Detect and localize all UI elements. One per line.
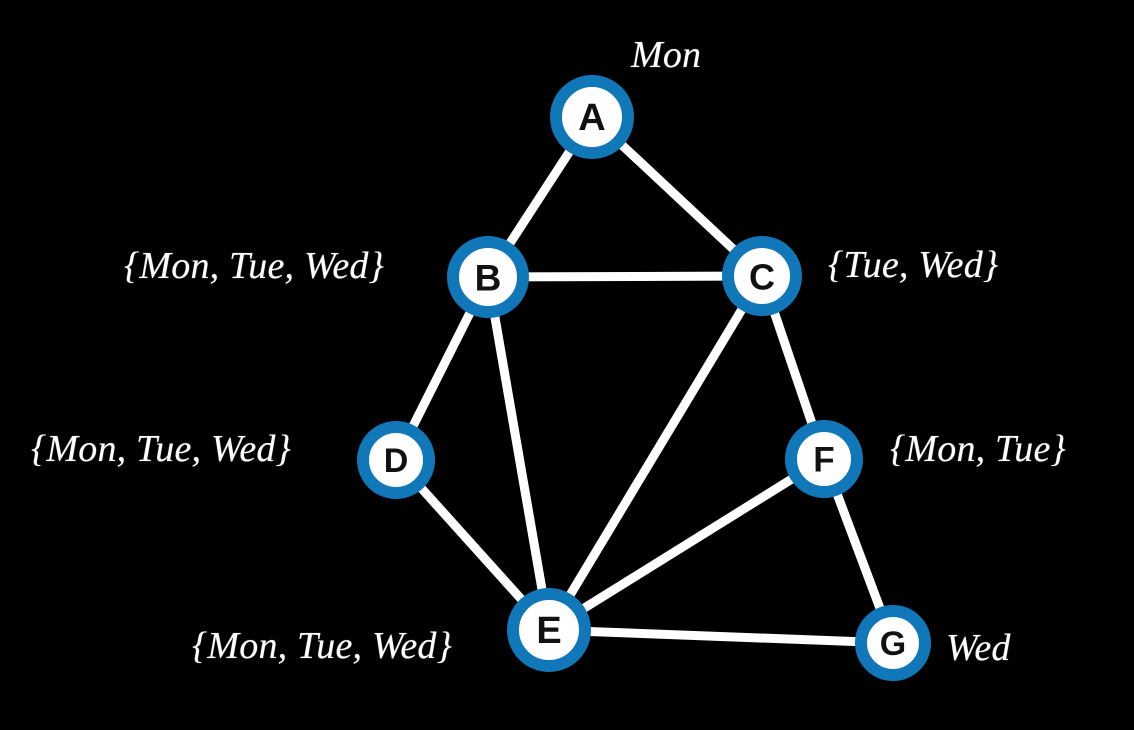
nodes-group: A B C D E F G xyxy=(357,75,931,681)
node-circle-d xyxy=(357,421,435,499)
graph-node-d[interactable]: D xyxy=(357,421,435,499)
graph-edge-b-c xyxy=(483,271,767,282)
node-label-f: F xyxy=(813,441,834,480)
graph-node-a[interactable]: A xyxy=(550,75,634,159)
domain-label-g: Wed xyxy=(946,627,1011,669)
node-label-g: G xyxy=(880,625,906,663)
node-circle-g xyxy=(855,605,931,681)
node-label-b: B xyxy=(475,258,502,299)
graph-node-e[interactable]: E xyxy=(507,588,591,672)
domain-label-a: Mon xyxy=(631,34,702,76)
node-label-d: D xyxy=(384,442,409,480)
node-circle-e xyxy=(507,588,591,672)
node-label-e: E xyxy=(536,610,561,652)
edges-group xyxy=(391,112,898,648)
node-circle-c xyxy=(722,236,802,316)
domain-label-d: {Mon, Tue, Wed} xyxy=(31,428,291,470)
graph-edge-c-e xyxy=(544,271,767,635)
node-label-a: A xyxy=(578,97,605,139)
graph-node-g[interactable]: G xyxy=(855,605,931,681)
graph-edge-e-g xyxy=(544,625,898,648)
domain-label-f: {Mon, Tue} xyxy=(890,428,1066,470)
node-label-c: C xyxy=(749,257,775,298)
graph-node-c[interactable]: C xyxy=(722,236,802,316)
graph-edge-e-f xyxy=(544,454,829,635)
node-circle-a xyxy=(550,75,634,159)
domain-label-b: {Mon, Tue, Wed} xyxy=(124,245,384,287)
domain-label-c: {Tue, Wed} xyxy=(828,244,999,286)
node-circle-b xyxy=(447,236,529,318)
graph-node-b[interactable]: B xyxy=(447,236,529,318)
graph-node-f[interactable]: F xyxy=(785,420,863,498)
node-circle-f xyxy=(785,420,863,498)
graph-edge-b-e xyxy=(483,272,554,635)
domain-label-e: {Mon, Tue, Wed} xyxy=(192,625,452,667)
